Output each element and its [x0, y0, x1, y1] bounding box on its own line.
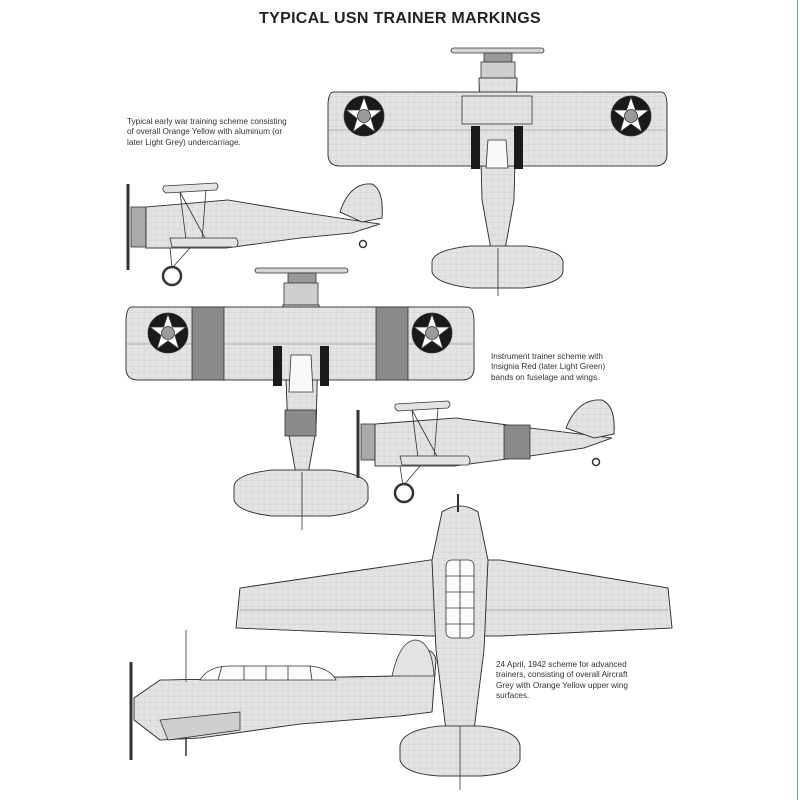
- caption-line: of overall Orange Yellow with aluminum (…: [127, 127, 283, 137]
- biplane-top-view-instrument: [125, 267, 475, 530]
- caption-early-war: Typical early war training scheme consis…: [127, 117, 332, 148]
- caption-line: Instrument trainer scheme with: [491, 352, 603, 361]
- caption-line: later Light Grey) undercarriage.: [127, 137, 241, 147]
- page-edge-line: [797, 0, 798, 800]
- biplane-top-view-early: [327, 47, 668, 296]
- caption-line: bands on fuselage and wings.: [491, 372, 600, 382]
- caption-line: trainers, consisting of overall Aircraft: [496, 670, 628, 680]
- caption-line: Grey with Orange Yellow upper wing: [496, 680, 628, 690]
- monoplane-top-view-advanced: [235, 494, 673, 790]
- caption-advanced-trainer: 24 April, 1942 scheme for advanced train…: [496, 660, 656, 702]
- biplane-side-view-instrument: [356, 399, 615, 504]
- caption-line: Insignia Red (later Light Green): [491, 362, 606, 372]
- caption-line: surfaces.: [496, 691, 530, 701]
- caption-line: 24 April, 1942 scheme for advanced: [496, 660, 627, 669]
- page-title: TYPICAL USN TRAINER MARKINGS: [259, 10, 541, 27]
- caption-line: Typical early war training scheme consis…: [127, 117, 287, 126]
- caption-instrument-trainer: Instrument trainer scheme with Insignia …: [491, 352, 641, 383]
- monoplane-side-view-advanced: [129, 630, 437, 760]
- biplane-side-view-early: [126, 182, 383, 287]
